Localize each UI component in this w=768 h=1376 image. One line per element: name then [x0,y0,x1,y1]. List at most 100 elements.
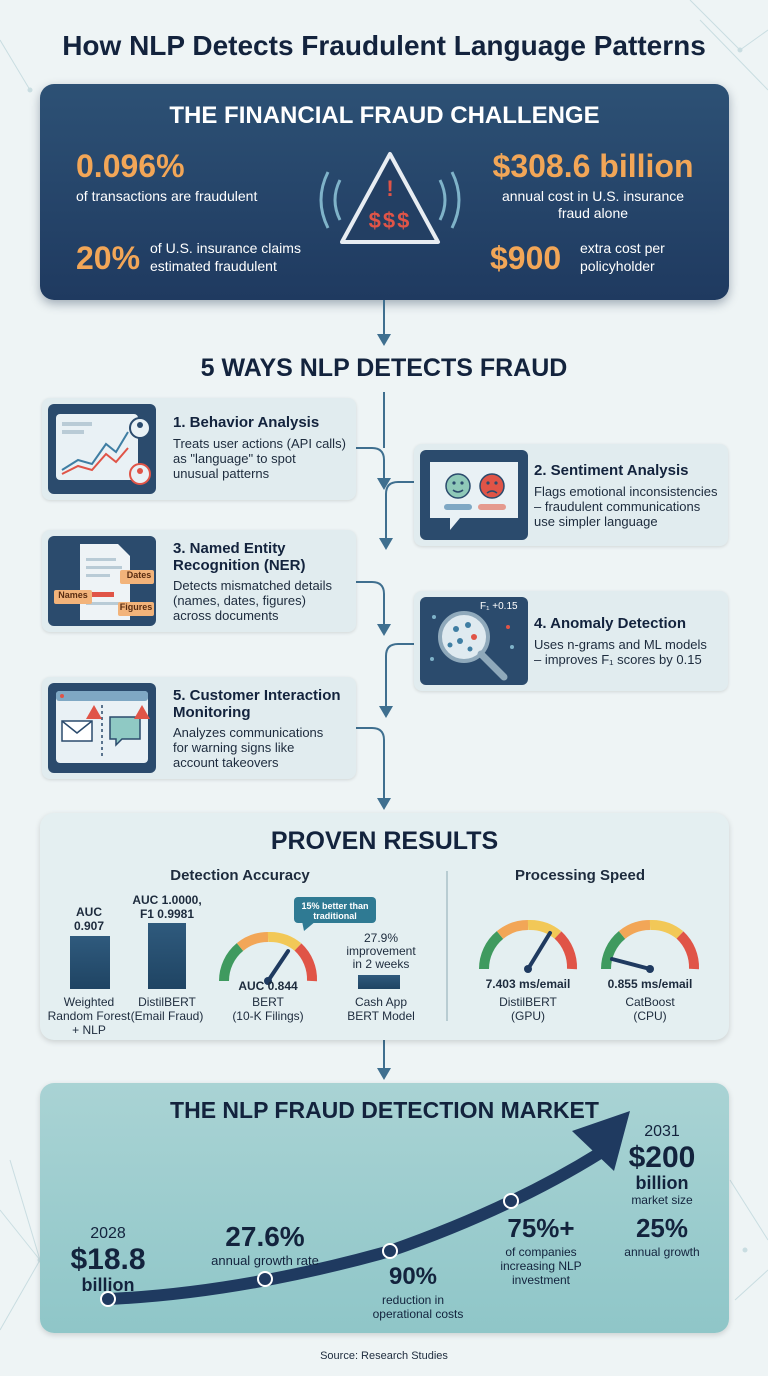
end-unit: billion [635,1173,689,1193]
companies-text-2: increasing NLP [500,1259,582,1273]
magnifier-dots-icon [420,597,528,685]
method-card-anomaly: F₁ +0.15 4. Anomaly Detection Uses n-gra… [414,591,728,691]
method-4-line-1: Uses n-grams and ML models [534,637,707,652]
behavior-chart-icon [48,404,156,494]
stat-cost-text-2: fraud alone [557,205,629,221]
bar-distilbert [148,923,186,989]
bar-cashapp [358,975,400,989]
method-card-monitoring: 5. Customer Interaction Monitoring Analy… [42,677,356,779]
method-1-line-2: as "language" to spot [173,451,296,466]
f1-score-label: F₁ +0.15 [480,601,518,612]
stat-claims-value: 20% [76,240,141,276]
reduction-value: 90% [388,1263,438,1290]
gpu-speed-gauge [478,919,578,973]
tag-figures: Figures [119,602,153,612]
distil-value-2: F1 0.9981 [139,907,195,921]
stat-cost-value: $308.6 billion [492,148,694,184]
method-2-line-1: Flags emotional inconsistencies [534,484,718,499]
bert-name-1: BERT [252,995,284,1009]
results-divider [446,871,448,1021]
distil-name-2: (Email Fraud) [130,1009,204,1023]
method-1-title: 1. Behavior Analysis [173,414,320,431]
stat-transactions-value: 0.096% [76,148,185,184]
end-text: market size [631,1193,693,1207]
growth-curve [100,1111,630,1307]
stat-claims-text-1: of U.S. insurance claims [150,240,301,256]
speed-heading: Processing Speed [514,867,646,884]
results-heading: PROVEN RESULTS [270,827,499,855]
bert-needle-line [266,949,291,983]
method-5-title-2: Monitoring [173,704,251,721]
callout-text: 15% better than traditional [301,901,369,921]
companies-value: 75%+ [507,1213,575,1243]
method-1-line-1: Treats user actions (API calls) [173,436,346,451]
distil-value-1: AUC 1.0000, [132,893,202,907]
document-tags-icon [48,536,156,626]
method-2-line-3: use simpler language [534,514,658,529]
stat-cost-text-1: annual cost in U.S. insurance [501,188,685,204]
challenge-heading: THE FINANCIAL FRAUD CHALLENGE [169,102,600,129]
source-note: Source: Research Studies [320,1350,448,1362]
end-value: $200 [628,1141,696,1174]
growth-value: 27.6% [225,1221,305,1252]
warning-money-icon [319,152,461,244]
bar-random-forest [70,936,110,989]
callout-tail [302,921,316,931]
page-title: How NLP Detects Fraudulent Language Patt… [62,30,706,61]
start-unit: billion [81,1275,135,1295]
method-2-line-2: – fraudulent communications [534,499,701,514]
companies-text-3: investment [511,1273,571,1287]
cpu-speed-gauge [600,919,700,973]
method-3-line-3: across documents [173,608,279,623]
method-5-line-1: Analyzes communications [173,725,324,740]
sentiment-faces-icon [420,450,528,540]
bert-value: AUC 0.844 [238,979,298,993]
stat-policyholder-text-2: policyholder [580,258,655,274]
gpu-name-1: DistilBERT [499,995,557,1009]
gpu-value: 7.403 ms/email [485,977,571,991]
callout-bubble [294,897,376,923]
end-growth-text: annual growth [624,1245,700,1259]
method-4-title: 4. Anomaly Detection [534,615,686,632]
end-year: 2031 [644,1123,680,1140]
cashapp-name-1: Cash App [354,995,408,1009]
accuracy-heading: Detection Accuracy [170,867,310,884]
method-5-line-3: account takeovers [173,755,279,770]
method-3-line-2: (names, dates, figures) [173,593,306,608]
bert-needle-hub [264,977,272,985]
method-card-sentiment: 2. Sentiment Analysis Flags emotional in… [414,444,728,546]
chat-alert-icon [48,683,156,773]
bert-gauge-needle [264,949,291,985]
method-5-line-2: for warning signs like [173,740,295,755]
gpu-name-2: (GPU) [511,1009,545,1023]
cpu-name-1: CatBoost [625,995,675,1009]
method-card-ner: Dates Names Figures 3. Named Entity Reco… [42,530,356,632]
end-growth-value: 25% [635,1213,689,1243]
warning-mark: ! [386,176,394,201]
bert-gauge [218,931,318,982]
method-2-title: 2. Sentiment Analysis [534,462,689,479]
rf-value-1: AUC [76,905,102,919]
method-3-title-1: 3. Named Entity [173,540,286,557]
stat-transactions-text: of transactions are fraudulent [76,188,258,204]
proven-results-panel: PROVEN RESULTS Detection Accuracy Proces… [40,813,729,1040]
method-1-line-3: unusual patterns [173,466,270,481]
companies-text-1: of companies [505,1245,577,1259]
distil-name-1: DistilBERT [138,995,196,1009]
cpu-name-2: (CPU) [633,1009,667,1023]
cashapp-value-3: in 2 weeks [352,957,410,971]
stat-claims-text-2: estimated fraudulent [150,258,277,274]
reduction-text-2: operational costs [372,1307,464,1321]
reduction-text-1: reduction in [381,1293,445,1307]
dollar-signs: $$$ [368,208,412,233]
cashapp-value-2: improvement [346,944,416,958]
cashapp-name-2: BERT Model [347,1009,415,1023]
methods-heading: 5 WAYS NLP DETECTS FRAUD [200,354,568,382]
method-3-line-1: Detects mismatched details [173,578,332,593]
cpu-value: 0.855 ms/email [607,977,693,991]
rf-name-2: Random Forest [47,1009,131,1023]
market-heading: THE NLP FRAUD DETECTION MARKET [170,1097,599,1123]
method-4-line-2: – improves F₁ scores by 0.15 [534,652,702,667]
stat-policyholder-text-1: extra cost per [580,240,665,256]
rf-value-2: 0.907 [73,919,105,933]
